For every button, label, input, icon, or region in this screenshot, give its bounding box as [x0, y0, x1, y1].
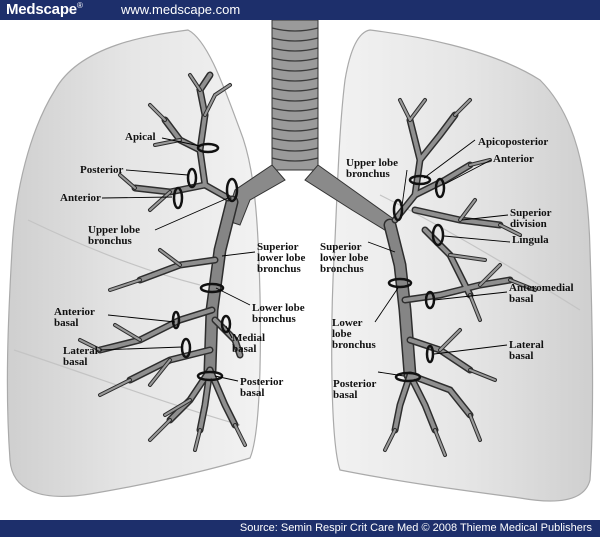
label-superior-division: Superior division	[510, 207, 552, 230]
label-leader-lines	[99, 137, 511, 382]
label-anterior-right: Anterior	[493, 153, 534, 165]
label-anterior-basal: Anterior basal	[54, 306, 95, 329]
header-bar: Medscape® www.medscape.com	[0, 0, 600, 20]
right-lung-shape	[331, 29, 594, 502]
label-medial-basal: Medial basal	[232, 332, 265, 355]
label-upper-lobe-bronchus-left: Upper lobe bronchus	[88, 224, 141, 247]
left-bronchial-tree	[78, 71, 247, 452]
label-upper-lobe-bronchus-right: Upper lobe bronchus	[346, 157, 399, 180]
label-lateral-basal-right: Lateral basal	[509, 339, 544, 362]
label-lingula: Lingula	[512, 234, 549, 246]
footer-bar: Source: Semin Respir Crit Care Med © 200…	[0, 520, 600, 537]
trachea	[271, 19, 319, 171]
source-credit: Source: Semin Respir Crit Care Med © 200…	[239, 522, 592, 534]
label-apical: Apical	[125, 131, 156, 143]
website-url: www.medscape.com	[121, 2, 241, 17]
label-lower-lobe-bronchus-right: Lower lobe bronchus	[332, 317, 376, 351]
right-bronchial-tree	[383, 98, 537, 457]
label-apicoposterior: Apicoposterior	[478, 136, 549, 148]
label-superior-lower-lobe-bronchus-left: Superior lower lobe bronchus	[257, 241, 306, 275]
right-lung-fissure	[379, 194, 581, 311]
left-lung-fissure	[13, 219, 241, 426]
lungs-illustration	[6, 19, 594, 502]
label-lower-lobe-bronchus-left: Lower lobe bronchus	[252, 302, 305, 325]
label-anterior-left: Anterior	[60, 192, 101, 204]
label-posterior: Posterior	[80, 164, 124, 176]
label-lateral-basal-left: Lateral basal	[63, 345, 98, 368]
label-posterior-basal-left: Posterior basal	[240, 376, 284, 399]
label-superior-lower-lobe-bronchus-right: Superior lower lobe bronchus	[320, 241, 369, 275]
bronchial-tree-diagram: Apical Posterior Anterior Upper lobe bro…	[0, 19, 600, 520]
medscape-logo: Medscape®	[6, 1, 83, 18]
label-posterior-basal-right: Posterior basal	[333, 378, 377, 401]
label-anteromedial-basal: Anteromedial basal	[509, 282, 574, 305]
